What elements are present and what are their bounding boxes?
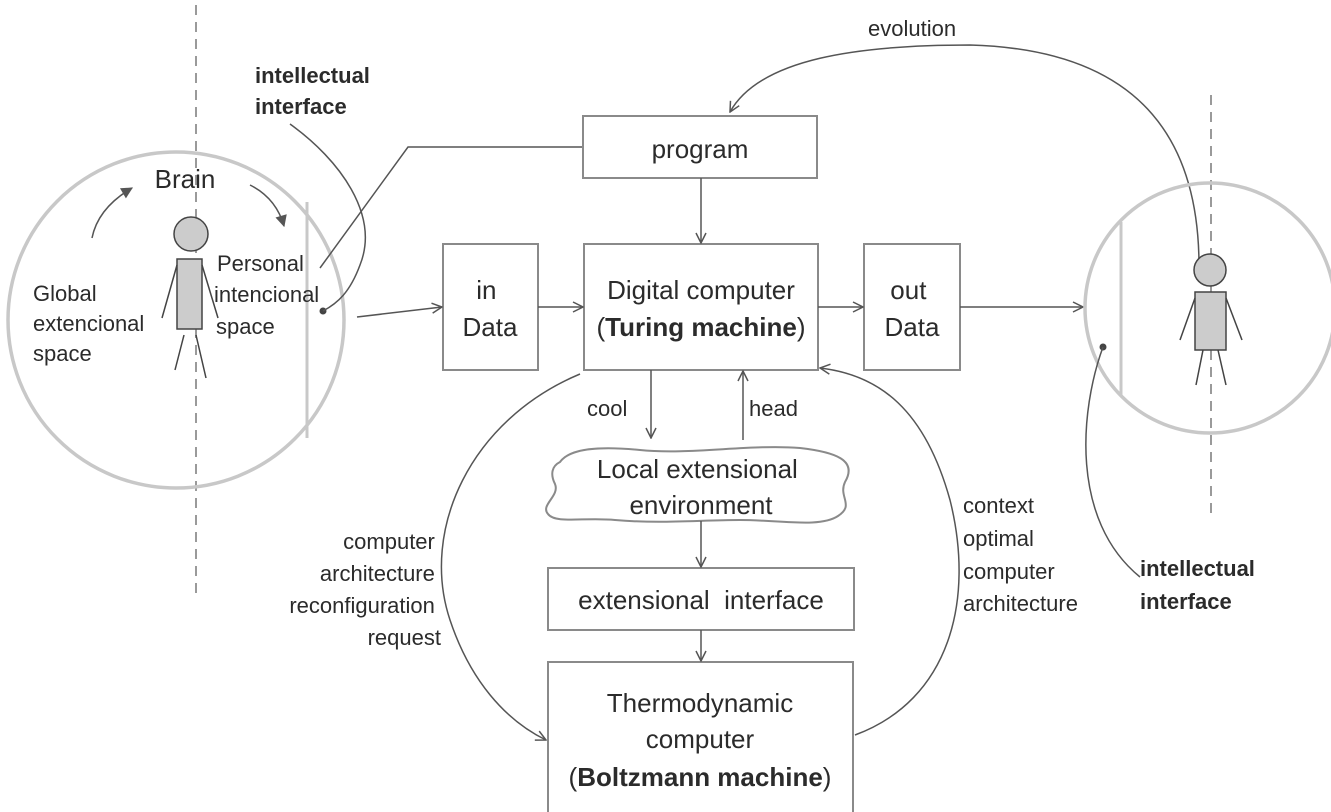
digital-computer-box: Digital computer (Turing machine) xyxy=(583,243,819,371)
local-environment-cloud: Local extensional environment xyxy=(545,446,850,524)
context-optimal-label: context optimal computer architecture xyxy=(963,493,1078,616)
svg-text:Thermodynamic: Thermodynamic xyxy=(607,688,793,718)
svg-text:Digital computer: Digital computer xyxy=(607,275,795,305)
in-data-box: in Data xyxy=(442,243,539,371)
brain-label: Brain xyxy=(155,164,216,194)
svg-text:program: program xyxy=(652,134,749,164)
arrow-context-optimal xyxy=(820,368,960,736)
left-brain-group: Brain Global extencional space Personal … xyxy=(6,5,346,598)
intellectual-interface-left-label: intellectual interface xyxy=(255,63,376,119)
right-user-group xyxy=(1083,95,1331,578)
right-person-body xyxy=(1194,291,1227,351)
program-to-person-connector xyxy=(319,146,583,269)
brain-arrow-left xyxy=(91,187,134,239)
left-person-body xyxy=(176,258,203,330)
svg-text:(Boltzmann machine): (Boltzmann machine) xyxy=(569,762,832,792)
personal-space-label: Personal intencional space xyxy=(214,251,325,339)
svg-text:extensional interface: extensional interface xyxy=(578,585,824,615)
out-data-box: out Data xyxy=(863,243,961,371)
right-person-head xyxy=(1193,253,1227,287)
program-box: program xyxy=(582,115,818,179)
right-person-figure xyxy=(1179,253,1243,386)
intellectual-interface-right-leader xyxy=(1085,346,1141,578)
cool-label: cool xyxy=(587,396,627,421)
head-label: head xyxy=(749,396,798,421)
arrow-evolution xyxy=(730,44,1200,271)
svg-text:Local extensional enviro: Local extensional environment xyxy=(597,454,805,520)
evolution-label: evolution xyxy=(868,16,956,41)
left-person-head xyxy=(173,216,209,252)
global-space-label: Global extencional space xyxy=(33,281,150,366)
svg-text:(Turing machine): (Turing machine) xyxy=(597,312,806,342)
intellectual-interface-left-leader xyxy=(289,123,366,312)
svg-text:in Data: in Data xyxy=(463,275,518,342)
left-person-figure xyxy=(161,216,219,379)
arrow-reconfiguration-request xyxy=(440,373,581,740)
arrow-brain-to-in-data xyxy=(356,307,442,318)
brain-arrow-right xyxy=(249,184,287,228)
svg-text:out Data: out Data xyxy=(885,275,940,342)
svg-text:computer: computer xyxy=(646,724,755,754)
intellectual-interface-right-label: intellectual interface xyxy=(1140,556,1261,614)
thermodynamic-computer-box: Thermodynamic computer (Boltzmann machin… xyxy=(547,661,854,812)
right-user-circle xyxy=(1083,181,1331,435)
extensional-interface-box: extensional interface xyxy=(547,567,855,631)
reconfiguration-request-label: computer architecture reconfiguration re… xyxy=(289,529,441,650)
left-brain-circle xyxy=(6,150,346,490)
